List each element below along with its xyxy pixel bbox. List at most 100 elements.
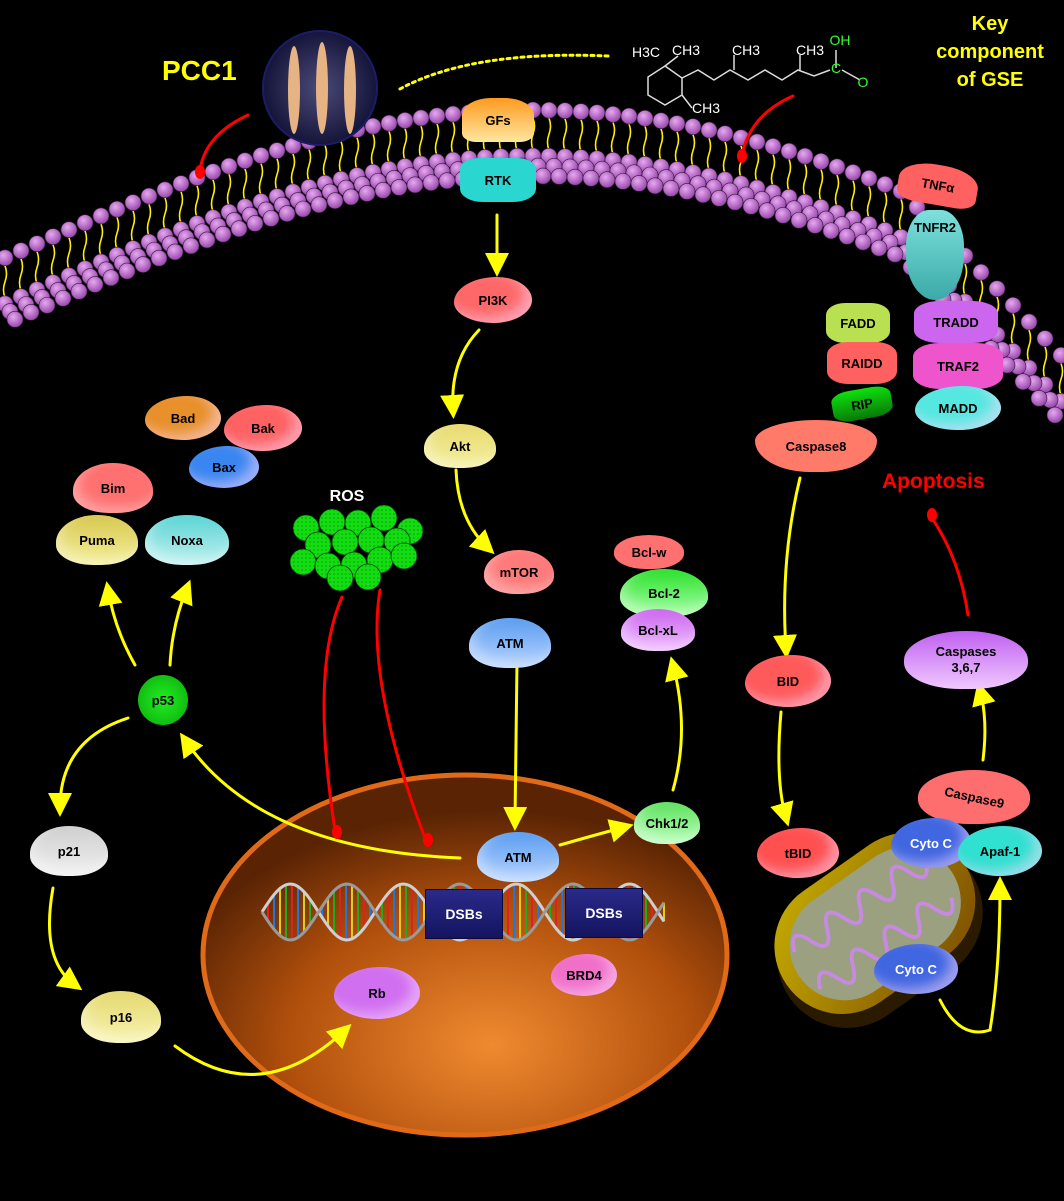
- gse-pcc1-dotted-link: [396, 53, 610, 92]
- p16-protein: p16: [81, 991, 161, 1043]
- tbid-text: tBID: [784, 845, 812, 861]
- p53-puma-arrow: [98, 581, 137, 667]
- atm-p53-arrow: [179, 732, 462, 860]
- p16-rb-arrow: [173, 1023, 352, 1076]
- caspase9-protein: Caspase9: [918, 770, 1030, 824]
- brd4-text: BRD4: [566, 967, 602, 983]
- tnfa-text: TNFα: [920, 174, 956, 196]
- p21-text: p21: [57, 843, 81, 859]
- p21-protein: p21: [30, 826, 108, 876]
- key-component-line-2: component: [936, 41, 1044, 63]
- caspase8-text: Caspase8: [785, 438, 847, 454]
- akt-protein: Akt: [424, 424, 496, 468]
- ros-label: ROS: [329, 488, 365, 505]
- p16-text: p16: [109, 1009, 133, 1025]
- ros-cluster: [289, 504, 424, 592]
- atm-nuclear-arrow: [503, 660, 528, 831]
- tradd-text: TRADD: [933, 314, 979, 330]
- rtk-text: RTK: [484, 172, 512, 188]
- tbid-protein: tBID: [757, 828, 839, 878]
- bid-text: BID: [776, 673, 800, 689]
- caspases-367-line-1: Caspases: [935, 644, 997, 659]
- pi3k-text: PI3K: [478, 292, 508, 308]
- caspases-367-line-2: 3,6,7: [951, 660, 981, 675]
- bim-protein: Bim: [73, 463, 153, 513]
- cyto-c-1-text: Cyto C: [910, 835, 952, 851]
- caspase9-text: Caspase9: [942, 783, 1006, 811]
- caspase8-bid-arrow: [773, 476, 802, 659]
- p53-p21-arrow: [48, 716, 130, 817]
- bak-text: Bak: [251, 420, 275, 436]
- traf2-text: TRAF2: [937, 358, 979, 374]
- mtor-protein: mTOR: [484, 550, 554, 594]
- rip-text: RIP: [850, 394, 874, 414]
- rtk-receptor: RTK: [460, 158, 536, 202]
- mtor-text: mTOR: [499, 564, 539, 580]
- gfs-text: GFs: [485, 112, 511, 128]
- ros-inhibit-arrow-2: [375, 588, 427, 840]
- chk12-text: Chk1/2: [645, 815, 689, 831]
- gfs-ligand: GFs: [462, 98, 534, 142]
- pcc1-cell-icon: [262, 30, 378, 146]
- apaf1-protein: Apaf-1: [958, 826, 1042, 876]
- fadd-protein: FADD: [826, 303, 890, 343]
- dsb-2-text: DSBs: [585, 905, 623, 921]
- apoptosis-label: Apoptosis: [882, 470, 985, 493]
- bax-protein: Bax: [189, 446, 259, 488]
- ros-inhibit-arrow-1: [322, 595, 344, 832]
- p53-text: p53: [151, 692, 175, 708]
- p53-noxa-arrow: [168, 579, 193, 667]
- atm-cytoplasmic-protein: ATM: [469, 618, 551, 668]
- madd-text: MADD: [938, 400, 978, 416]
- madd-protein: MADD: [915, 386, 1001, 430]
- brd4-protein: BRD4: [551, 954, 617, 996]
- noxa-protein: Noxa: [145, 515, 229, 565]
- key-component-line-1: Key: [971, 13, 1009, 35]
- cyto-c-2-text: Cyto C: [895, 961, 937, 977]
- atm-nuclear-text: ATM: [504, 849, 532, 865]
- cyto-c-mitochondrial-protein: Cyto C: [874, 944, 958, 994]
- inhibition-heads: [195, 149, 937, 847]
- atom-o: O: [857, 74, 869, 90]
- bax-text: Bax: [212, 459, 236, 475]
- molecule-structure: [647, 50, 861, 109]
- tnfr2-receptor: TNFR2: [906, 210, 964, 300]
- bcl-w-protein: Bcl-w: [614, 535, 684, 569]
- bad-protein: Bad: [145, 396, 221, 440]
- puma-protein: Puma: [56, 515, 138, 565]
- tradd-protein: TRADD: [914, 301, 998, 343]
- pi3k-protein: PI3K: [454, 277, 532, 323]
- caspases-367-protein: Caspases 3,6,7: [904, 631, 1028, 689]
- caspase8-protein: Caspase8: [755, 420, 877, 472]
- gse-inhibit-arrow: [740, 94, 795, 157]
- pcc1-inhibit-arrow: [198, 113, 250, 172]
- atom-h3c: H3C: [631, 44, 661, 60]
- raidd-protein: RAIDD: [827, 342, 897, 384]
- bcl-w-text: Bcl-w: [631, 544, 667, 560]
- key-component-label: Key component of GSE: [930, 10, 1050, 94]
- key-component-line-3: of GSE: [956, 69, 1024, 91]
- bak-protein: Bak: [224, 405, 302, 451]
- raidd-text: RAIDD: [841, 355, 883, 371]
- akt-text: Akt: [449, 438, 471, 454]
- pi3k-akt-arrow: [440, 328, 481, 419]
- atom-ch3-b: CH3: [731, 42, 761, 58]
- p21-p16-arrow: [47, 886, 83, 991]
- bcl-xl-text: Bcl-xL: [638, 622, 678, 638]
- tnfr2-text: TNFR2: [914, 220, 956, 235]
- rb-protein: Rb: [334, 967, 420, 1019]
- dsb-marker-1: DSBs: [425, 889, 503, 939]
- atom-c: C: [830, 60, 842, 76]
- akt-mtor-arrow: [454, 468, 495, 555]
- bcl-2-text: Bcl-2: [648, 585, 680, 601]
- atm-cyto-text: ATM: [496, 635, 524, 651]
- dsb-marker-2: DSBs: [565, 888, 643, 938]
- chk12-protein: Chk1/2: [634, 802, 700, 844]
- bcl-xl-protein: Bcl-xL: [621, 609, 695, 651]
- dsb-1-text: DSBs: [445, 906, 483, 922]
- fadd-text: FADD: [840, 315, 876, 331]
- bid-protein: BID: [745, 655, 831, 707]
- pathway-arrows: [47, 53, 1012, 1076]
- atom-ch3-d: CH3: [691, 100, 721, 116]
